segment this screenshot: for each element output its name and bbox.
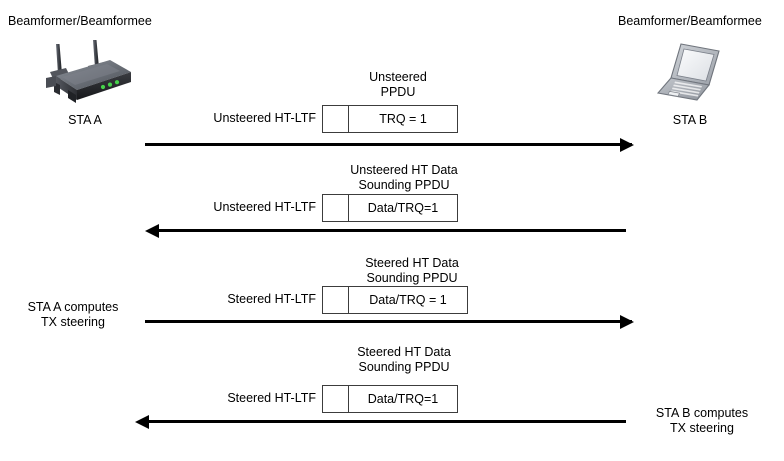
packet-box-2[interactable]: Data/TRQ=1 xyxy=(322,194,458,222)
ht-ltf-label-2: Unsteered HT-LTF xyxy=(213,200,316,214)
packet-box-1[interactable]: TRQ = 1 xyxy=(322,105,458,133)
ht-ltf-label-4: Steered HT-LTF xyxy=(227,391,316,405)
right-endpoint-name: STA B xyxy=(672,113,708,127)
ppdu-title-1: Unsteered PPDU xyxy=(369,70,427,99)
packet-body-3: Data/TRQ = 1 xyxy=(369,293,447,307)
packet-ltf-cell-4 xyxy=(323,386,349,412)
packet-ltf-cell-1 xyxy=(323,106,349,132)
packet-body-2: Data/TRQ=1 xyxy=(367,201,439,215)
left-endpoint-name: STA A xyxy=(68,113,102,127)
annotation-sta-b-computes: STA B computes TX steering xyxy=(655,406,749,435)
arrow-head-right-1 xyxy=(620,137,634,152)
wireless-router-icon xyxy=(36,38,136,110)
arrow-line-1 xyxy=(145,143,632,147)
right-endpoint-role-label: Beamformer/Beamformee xyxy=(618,14,762,28)
arrow-line-3 xyxy=(145,320,632,324)
packet-box-3[interactable]: Data/TRQ = 1 xyxy=(322,286,468,314)
ppdu-title-3: Steered HT Data Sounding PPDU xyxy=(365,256,459,285)
arrow-line-2 xyxy=(158,229,626,233)
ppdu-title-2: Unsteered HT Data Sounding PPDU xyxy=(350,163,458,192)
left-endpoint-role-label: Beamformer/Beamformee xyxy=(8,14,152,28)
arrow-head-left-4 xyxy=(135,414,149,429)
packet-body-4: Data/TRQ=1 xyxy=(367,392,439,406)
arrow-head-left-2 xyxy=(145,223,159,238)
annotation-sta-a-computes: STA A computes TX steering xyxy=(27,300,119,329)
arrow-line-4 xyxy=(148,420,626,424)
ppdu-title-4: Steered HT Data Sounding PPDU xyxy=(357,345,451,374)
arrow-head-right-3 xyxy=(620,314,634,329)
packet-box-4[interactable]: Data/TRQ=1 xyxy=(322,385,458,413)
ht-ltf-label-3: Steered HT-LTF xyxy=(227,292,316,306)
laptop-icon xyxy=(652,38,732,110)
ht-ltf-label-1: Unsteered HT-LTF xyxy=(213,111,316,125)
packet-body-1: TRQ = 1 xyxy=(379,112,427,126)
packet-ltf-cell-3 xyxy=(323,287,349,313)
packet-ltf-cell-2 xyxy=(323,195,349,221)
